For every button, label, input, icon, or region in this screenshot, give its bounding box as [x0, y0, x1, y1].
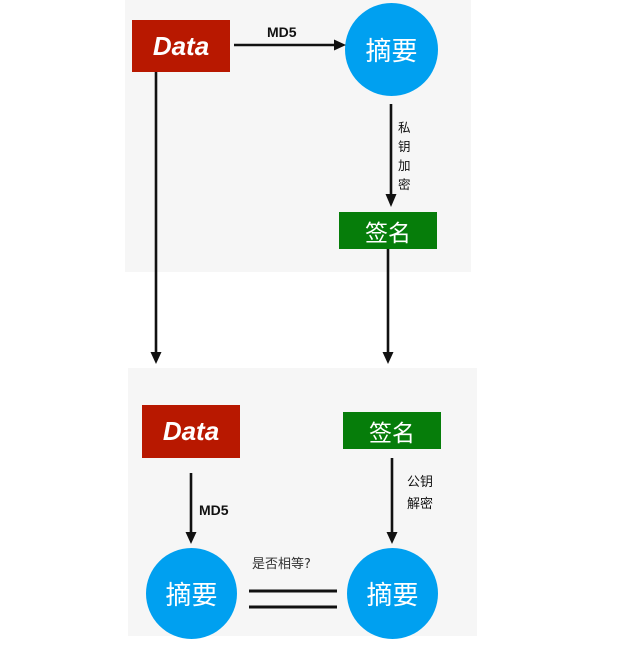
arrow-private-key-encrypt: [385, 104, 397, 207]
digest-circle-decrypted: 摘要: [347, 548, 438, 639]
data-box-top: Data: [132, 20, 230, 72]
label-compare-question: 是否相等?: [252, 557, 311, 572]
data-box-bottom: Data: [142, 405, 240, 458]
arrow-data-to-verify: [150, 72, 162, 364]
label-md5-bottom: MD5: [199, 502, 229, 518]
arrow-signature-to-verify: [382, 249, 394, 364]
arrow-md5-top: [234, 39, 346, 51]
signature-box-top: 签名: [339, 212, 437, 249]
label-md5-top: MD5: [267, 24, 297, 40]
arrow-md5-bottom: [185, 473, 197, 544]
label-private-key-encrypt: 私 钥 加 密: [398, 120, 411, 192]
signature-box-bottom: 签名: [343, 412, 441, 449]
label-public-key-decrypt: 公钥 解密: [407, 475, 434, 512]
digest-circle-top: 摘要: [345, 3, 438, 96]
digest-circle-computed: 摘要: [146, 548, 237, 639]
arrow-public-key-decrypt: [386, 458, 398, 544]
equals-comparator-icon: [249, 589, 337, 609]
